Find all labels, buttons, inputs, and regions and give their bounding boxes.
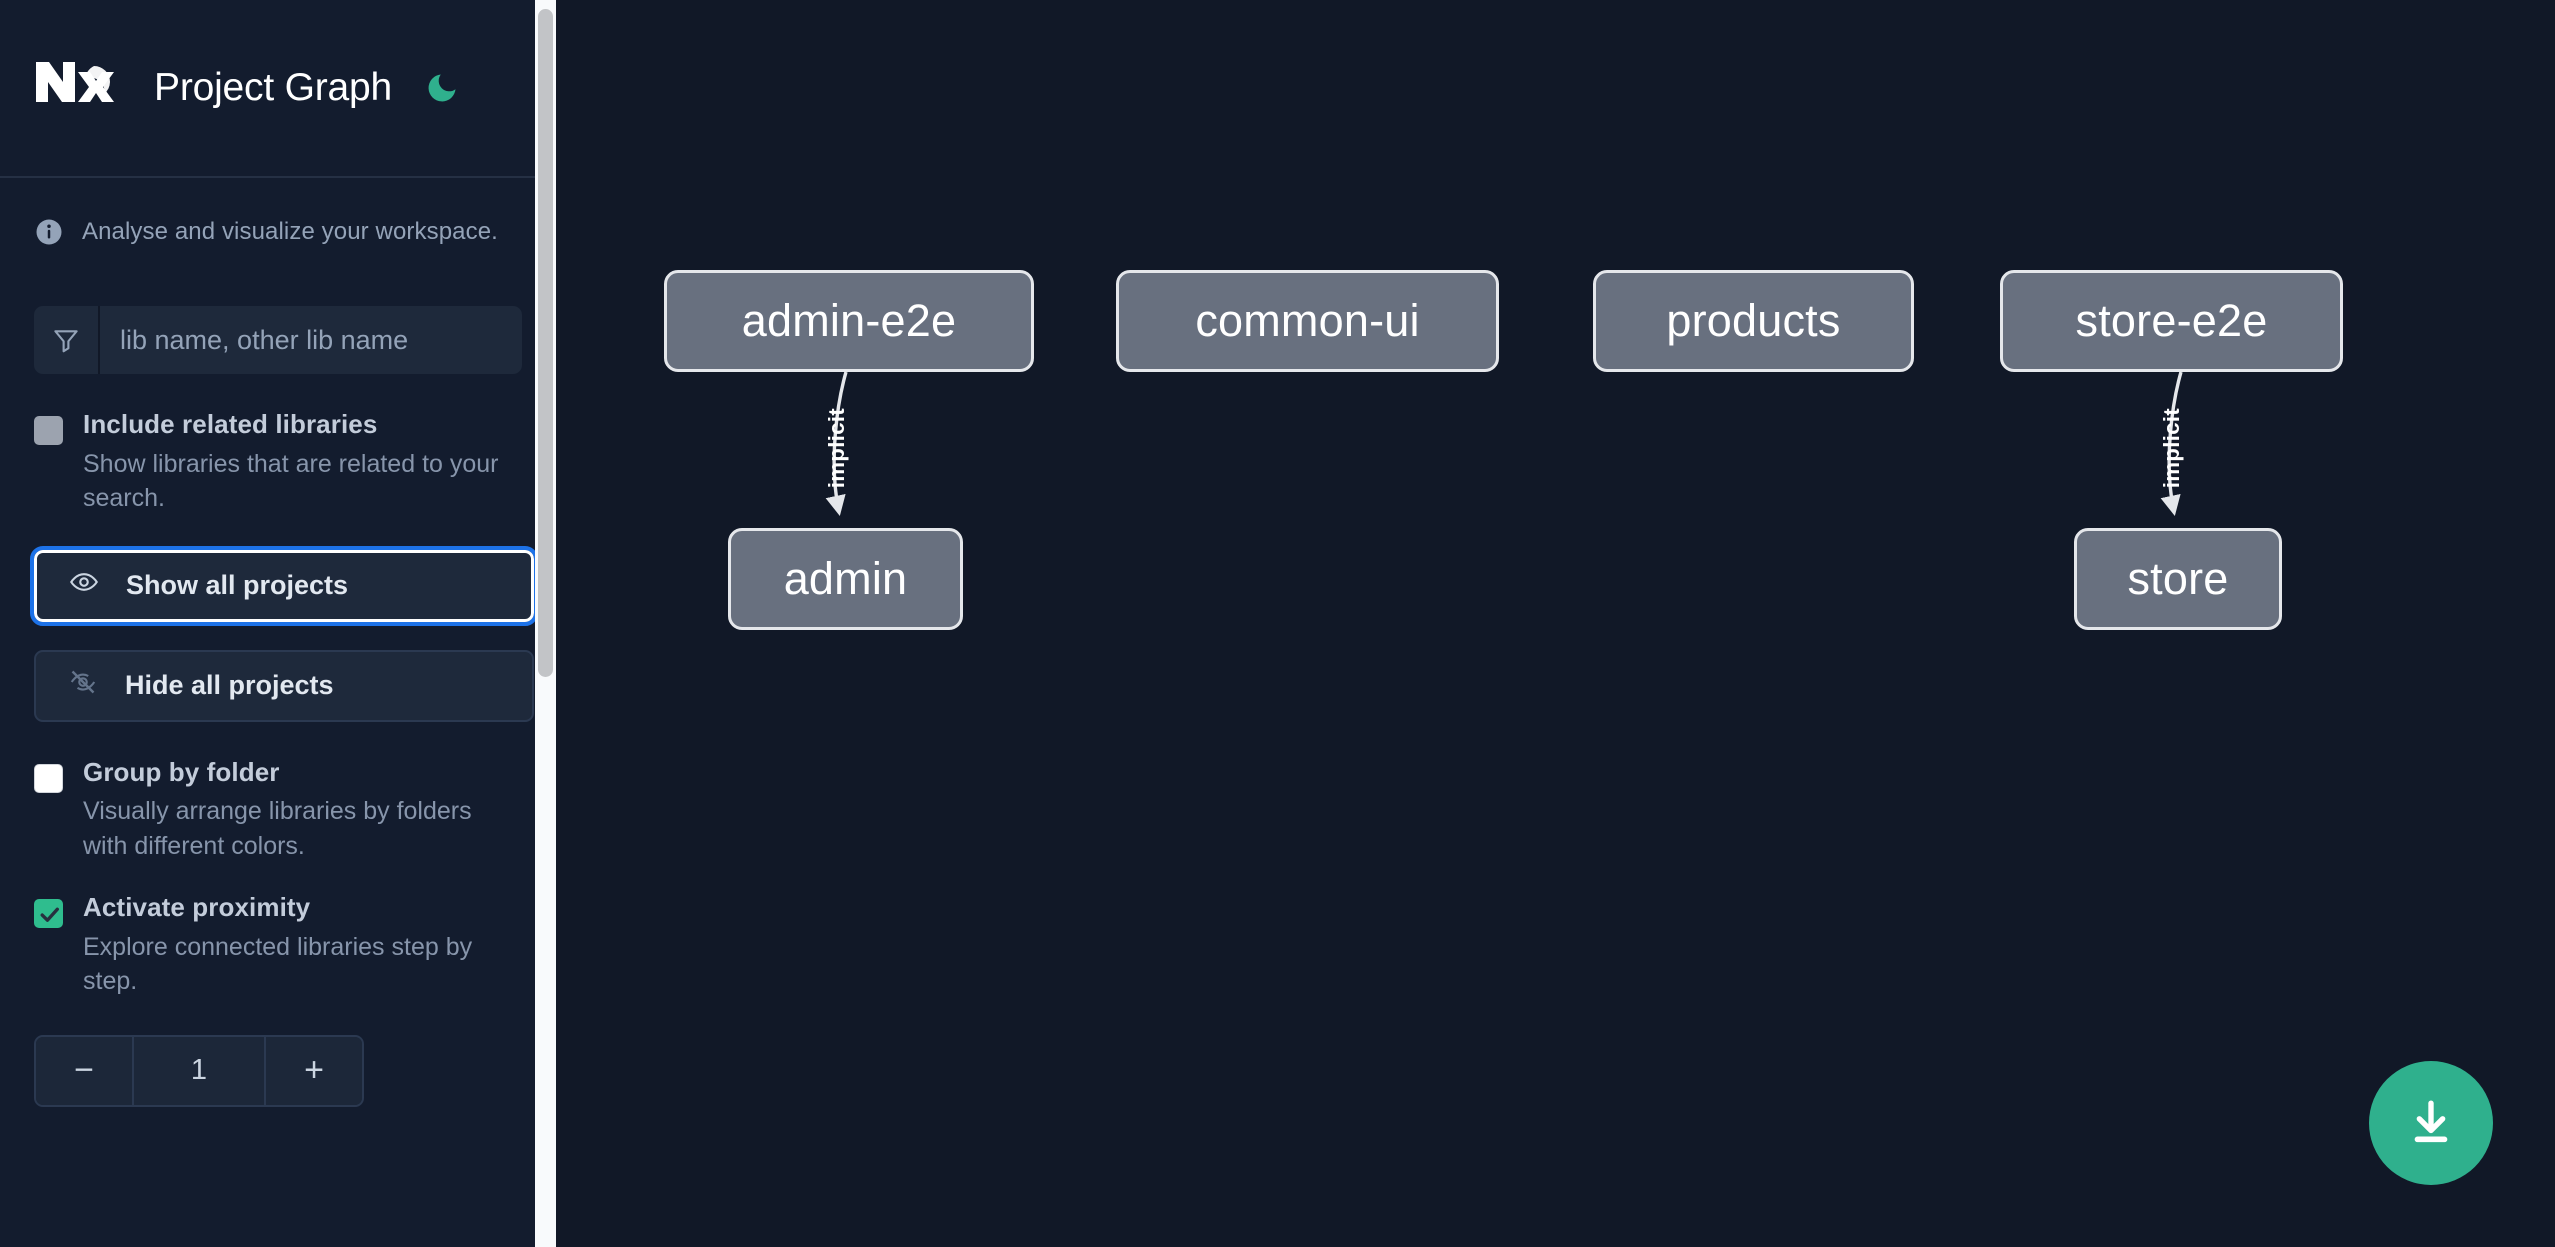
option-description: Show libraries that are related to your … — [83, 449, 499, 513]
download-icon — [2414, 1100, 2448, 1143]
sidebar-body: Analyse and visualize your workspace. In… — [0, 178, 556, 1247]
tagline-text: Analyse and visualize your workspace. — [82, 218, 498, 245]
show-all-projects-label: Show all projects — [126, 570, 349, 601]
sidebar-scrollbar[interactable] — [535, 0, 556, 1247]
option-label: Include related libraries — [83, 409, 378, 439]
graph-edges — [825, 371, 2183, 516]
download-graph-button[interactable] — [2369, 1061, 2493, 1185]
graph-node-label: admin — [783, 553, 908, 604]
graph-node-label: common-ui — [1195, 295, 1420, 346]
option-activate-proximity[interactable]: Activate proximity Explore connected lib… — [34, 893, 522, 999]
page-title: Project Graph — [154, 66, 393, 109]
workspace-tagline: Analyse and visualize your workspace. — [34, 178, 522, 286]
eye-icon — [69, 567, 99, 604]
option-include-related-libraries[interactable]: Include related libraries Show libraries… — [34, 410, 522, 516]
option-description: Explore connected libraries step by step… — [83, 932, 473, 996]
graph-node-label: store — [2127, 553, 2229, 604]
sidebar: Project Graph Analyse and visualize your… — [0, 0, 556, 1247]
graph-node-products[interactable]: products — [1593, 270, 1914, 372]
graph-canvas[interactable]: admin-e2e common-ui products store-e2e a… — [556, 0, 2555, 1247]
graph-node-store[interactable]: store — [2074, 528, 2282, 630]
checkbox-activate-proximity[interactable] — [34, 899, 63, 929]
show-all-projects-button[interactable]: Show all projects — [30, 545, 538, 626]
filter-funnel-icon — [34, 306, 100, 374]
filter-search-box[interactable] — [34, 306, 522, 374]
option-group-by-folder[interactable]: Group by folder Visually arrange librari… — [34, 756, 522, 864]
hide-all-projects-button[interactable]: Hide all projects — [34, 649, 534, 722]
info-icon — [34, 217, 64, 247]
option-label: Group by folder — [83, 756, 280, 787]
search-input[interactable] — [100, 306, 522, 374]
proximity-stepper[interactable]: − 1 + — [34, 1034, 364, 1107]
stepper-decrement-button[interactable]: − — [36, 1036, 134, 1105]
moon-icon[interactable] — [420, 66, 464, 110]
checkbox-include-related-libraries[interactable] — [34, 416, 63, 445]
eye-off-icon — [68, 667, 98, 704]
graph-node-admin-e2e[interactable]: admin-e2e — [664, 270, 1034, 372]
stepper-increment-button[interactable]: + — [264, 1036, 362, 1105]
option-description: Visually arrange libraries by folders wi… — [83, 797, 472, 860]
edge-store-e2e-store — [2160, 371, 2183, 516]
stepper-value: 1 — [190, 1054, 208, 1087]
sidebar-scrollbar-thumb[interactable] — [538, 9, 553, 677]
edge-admin-e2e-admin — [825, 371, 848, 516]
graph-node-label: products — [1666, 295, 1841, 346]
option-label: Activate proximity — [83, 892, 311, 923]
graph-node-admin[interactable]: admin — [728, 528, 963, 630]
checkbox-group-by-folder[interactable] — [34, 763, 63, 793]
graph-node-label: store-e2e — [2075, 295, 2268, 346]
projects-visibility-buttons: Show all projects Hide all projects — [30, 545, 538, 722]
graph-node-common-ui[interactable]: common-ui — [1116, 270, 1499, 372]
graph-node-store-e2e[interactable]: store-e2e — [2000, 270, 2343, 372]
graph-node-label: admin-e2e — [741, 295, 957, 346]
hide-all-projects-label: Hide all projects — [125, 670, 334, 701]
nx-logo-icon — [34, 56, 126, 120]
sidebar-header: Project Graph — [0, 0, 556, 178]
